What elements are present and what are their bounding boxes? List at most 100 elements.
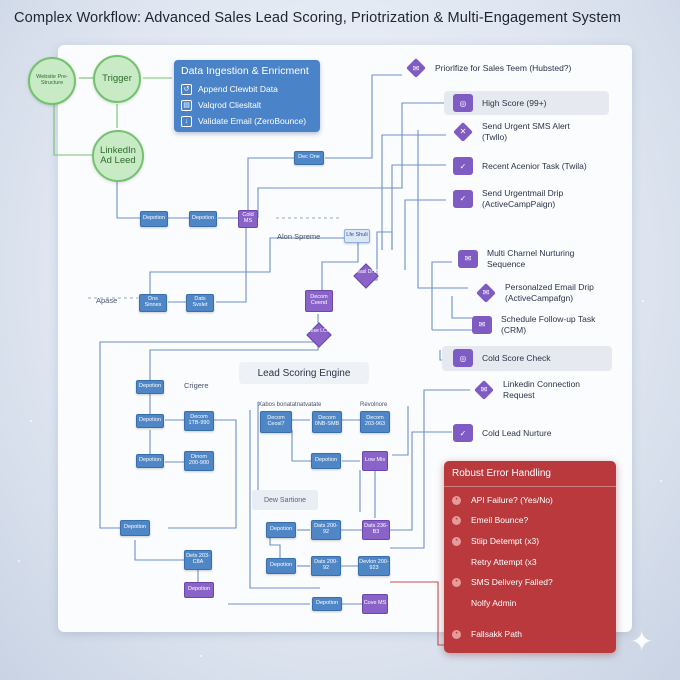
right-item-label: Send Urgent SMS Alert (Twllo) [482, 121, 570, 142]
decom-ceend-box[interactable]: Decom Ceend [305, 290, 333, 312]
right-item-urgent-drip[interactable]: ✓ Send Urgentmail Drip (ActiveCampPaign) [453, 188, 602, 209]
engine-header-text-2: Revolnore [360, 402, 388, 408]
sparkle-dot [200, 655, 202, 657]
ingestion-item: ↓ Validate Email (ZeroBounce) [181, 113, 313, 129]
trigger-node[interactable]: Trigger [93, 55, 141, 103]
error-item[interactable]: Nolfy Admin [452, 598, 516, 608]
right-item-cold-score[interactable]: ◎ Cold Score Check [453, 348, 551, 368]
right-item-label: Send Urgentmail Drip (ActiveCampPaign) [482, 188, 564, 209]
mail-icon: ✉ [472, 315, 492, 335]
error-item-label: Emeil Bounce? [471, 515, 529, 525]
dinom-box[interactable]: Dinom 200-900 [184, 451, 214, 471]
alert-icon: • [452, 536, 461, 546]
right-item-label: Cold Score Check [482, 352, 551, 363]
right-item-linkedin-request[interactable]: ✉ Linkedin Connection Request [474, 379, 593, 400]
cold-ms-box[interactable]: Cold MS [238, 210, 258, 228]
data-ingestion-box[interactable]: Data Ingestion & Enricment ↺Append Clewb… [174, 60, 320, 132]
cose-lcil-decision[interactable]: Cose LCIL [306, 322, 332, 348]
error-item[interactable]: Retry Attempt (x3 [452, 557, 537, 567]
check-icon: ✓ [453, 189, 473, 209]
depotion-box-10[interactable]: Depotion [312, 597, 342, 611]
error-item-label: Stiip Detempt (x3) [471, 536, 540, 546]
ingestion-item-label: Validate Email (ZeroBounce) [198, 116, 307, 126]
error-heading: Robust Error Handling [444, 461, 616, 487]
depotion-purple-box[interactable]: Depotion [184, 582, 214, 598]
decom-ceosl-box[interactable]: Decom Ceosl7 [260, 411, 292, 433]
right-item-label: Schedule Follow-up Task (CRM) [501, 314, 596, 335]
depotion-box-3[interactable]: Depotion [136, 380, 164, 394]
mail-icon: ✉ [476, 282, 496, 303]
right-item-sms-alert[interactable]: ✕ Send Urgent SMS Alert (Twllo) [453, 121, 592, 142]
depotion-box-1[interactable]: Depotion [140, 211, 168, 227]
depotion-box-9[interactable]: Depotion [266, 558, 296, 574]
error-item-label: API Failure? (Yes/No) [471, 495, 553, 505]
lfe-shuli-box[interactable]: Lfe Shuli [344, 229, 370, 243]
error-item[interactable]: • Fallsakk Path [452, 629, 522, 639]
error-item[interactable]: •Emeil Bounce? [452, 515, 528, 525]
ingestion-item: ↺Append Clewbit Data [181, 81, 313, 97]
decom-200-box[interactable]: Decom 203-963 [360, 411, 390, 433]
right-item-label: Personalzed Email Drip (ActiveCampafgn) [505, 282, 594, 303]
error-handling-panel[interactable]: Robust Error Handling •API Failure? (Yes… [444, 461, 616, 653]
ceasl-dhb-label: Ceasl DHB [353, 269, 379, 275]
error-item[interactable]: •SMS Delivery Falled? [452, 577, 553, 587]
error-item-label: Fallsakk Path [471, 629, 523, 639]
dew-sartione-label: Dew Sartione [252, 490, 318, 510]
error-item[interactable]: • Stiip Detempt (x3) [452, 536, 539, 546]
right-item-followup[interactable]: ✉ Schedule Follow-up Task (CRM) [472, 314, 621, 335]
low-mis-box[interactable]: Low Mis [362, 451, 388, 471]
decom-1tb-box[interactable]: Decom 1TB-990 [184, 411, 214, 431]
dats-200-box-2[interactable]: Dats 200-92 [311, 556, 341, 576]
page-title: Complex Workflow: Advanced Sales Lead Sc… [14, 10, 621, 26]
right-item-label: High Score (99+) [482, 97, 547, 108]
depotion-box-6[interactable]: Depotion [120, 520, 150, 536]
error-item[interactable]: •API Failure? (Yes/No) [452, 495, 553, 505]
website-source-label: Website Pre-Structure [36, 74, 68, 86]
right-item-multichannel[interactable]: ✉ Multi Charnel Nurturing Sequence [458, 248, 597, 269]
apase-label: Apase [96, 296, 118, 305]
sparkle-dot [642, 300, 644, 302]
depotion-box-4[interactable]: Depotion [136, 414, 164, 428]
cove-ms-box[interactable]: Cove MS [362, 594, 388, 614]
alert-icon: • [452, 577, 461, 587]
sparkle-dot [30, 420, 32, 422]
right-item-recent-task[interactable]: ✓ Recent Acenior Task (Twila) [453, 156, 587, 176]
mail-icon: ✉ [458, 249, 478, 269]
right-item-personalized-drip[interactable]: ✉ Personalzed Email Drip (ActiveCampafgn… [476, 282, 615, 303]
right-item-high-score[interactable]: ◎ High Score (99+) [453, 93, 547, 113]
dats-svslet-box[interactable]: Dats Svslet [186, 294, 214, 312]
alert-icon: • [452, 629, 461, 639]
dns-sinnes-box[interactable]: Dns Sinnes [139, 294, 167, 312]
trigger-label: Trigger [102, 73, 132, 85]
dats-200-box-1[interactable]: Dats 200-92 [311, 520, 341, 540]
ingestion-item: ▤Valqrod Cliesltalt [181, 97, 313, 113]
check-icon: ✓ [453, 156, 473, 176]
download-icon: ↓ [181, 115, 192, 127]
sparkle-dot [18, 560, 20, 562]
dets-203-box[interactable]: Dets 203-C8A [184, 550, 212, 570]
lead-scoring-engine-label: Lead Scoring Engine [239, 362, 369, 384]
ceasl-dhb-decision[interactable]: Ceasl DHB [353, 263, 379, 289]
website-source-node[interactable]: Website Pre-Structure [28, 57, 76, 105]
right-item-label: Recent Acenior Task (Twila) [482, 160, 587, 171]
right-item-cold-nurture[interactable]: ✓ Cold Lead Nurture [453, 423, 551, 443]
depotion-box-7[interactable]: Depotion [311, 453, 341, 469]
depotion-box-8[interactable]: Depotion [266, 522, 296, 538]
check-icon: ✓ [453, 423, 473, 443]
devlon-box[interactable]: Devlon 200-923 [358, 556, 390, 576]
depotion-box-2[interactable]: Depotion [189, 211, 217, 227]
ingestion-item-label: Valqrod Cliesltalt [198, 100, 262, 110]
depotion-box-5[interactable]: Depotion [136, 454, 164, 468]
score-icon: ◎ [453, 93, 473, 113]
dec-one-box[interactable]: Dec One [294, 151, 324, 165]
decom-onb-box[interactable]: Decom 0NB-SMB [312, 411, 342, 433]
dats-236-box[interactable]: Dats 236-B3 [362, 520, 390, 540]
linkedin-ad-lead-label: LinkedIn Ad Leed [100, 145, 136, 166]
ingestion-item-label: Append Clewbit Data [198, 84, 278, 94]
ingestion-heading: Data Ingestion & Enricment [181, 65, 309, 77]
linkedin-ad-lead-node[interactable]: LinkedIn Ad Leed [92, 130, 144, 182]
right-item-prioritize[interactable]: ✉ Priorlfize for Sales Teem (Hubsted?) [406, 58, 571, 78]
error-item-label: Nolfy Admin [471, 598, 517, 608]
crigere-label: Crigere [184, 381, 209, 390]
score-icon: ◎ [453, 348, 473, 368]
